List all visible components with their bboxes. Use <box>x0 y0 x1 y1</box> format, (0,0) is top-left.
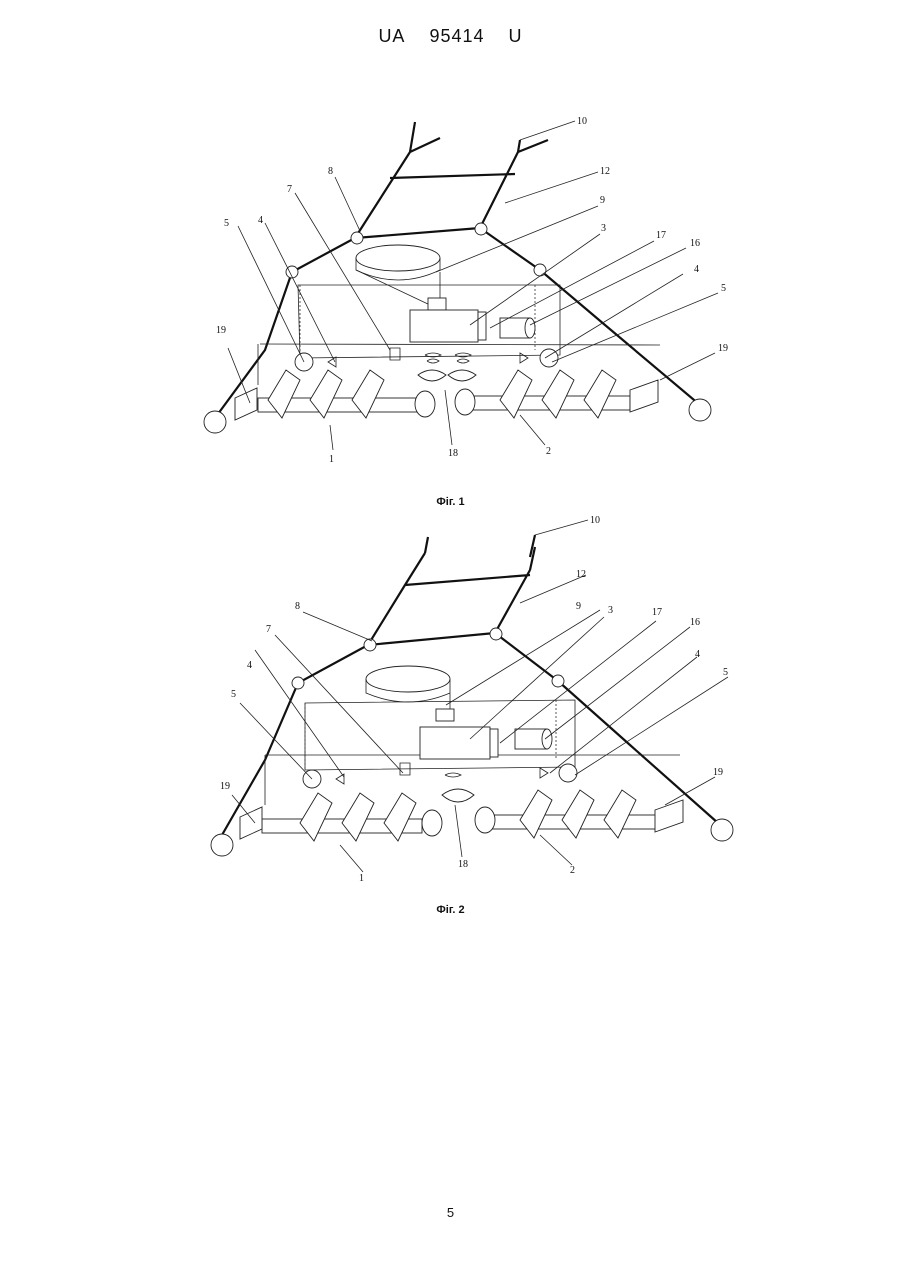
joint-right <box>534 264 546 276</box>
fig1-label-5b: 5 <box>721 283 726 294</box>
figure-2-drawing: 10 12 8 7 4 5 9 3 17 16 4 5 19 19 1 18 2 <box>0 505 901 890</box>
ground-wheel-left <box>204 411 226 433</box>
block-3 <box>410 310 478 342</box>
auger-1 <box>300 793 416 841</box>
fig2-label-8: 8 <box>295 601 300 612</box>
cutter-right <box>455 389 475 415</box>
nozzle-18b <box>448 370 476 381</box>
header-kind: U <box>509 26 523 46</box>
fig1-label-8: 8 <box>328 166 333 177</box>
fig2-label-5a: 5 <box>231 689 236 700</box>
auger-2 <box>520 790 636 838</box>
fig1-label-2: 2 <box>546 446 551 457</box>
fig1-label-3: 3 <box>601 223 606 234</box>
header-country: UA <box>378 26 405 46</box>
page-number: 5 <box>0 1205 901 1220</box>
wheel-5-right <box>559 764 577 782</box>
tank-8 <box>356 245 440 271</box>
fig2-label-17: 17 <box>652 607 662 618</box>
joint-left-top <box>351 232 363 244</box>
joint-right <box>552 675 564 687</box>
fig1-label-1: 1 <box>329 454 334 465</box>
fig2-label-3: 3 <box>608 605 613 616</box>
fig1-label-7: 7 <box>287 184 292 195</box>
ground-wheel-right <box>711 819 733 841</box>
handle-frame <box>368 535 535 645</box>
fig1-label-10: 10 <box>577 116 587 127</box>
joint-left <box>292 677 304 689</box>
fig2-label-19b: 19 <box>713 767 723 778</box>
cutter-left <box>415 391 435 417</box>
fig1-label-4a: 4 <box>258 215 263 226</box>
handle-frame <box>355 122 548 238</box>
fig1-label-19a: 19 <box>216 325 226 336</box>
ground-wheel-right <box>689 399 711 421</box>
figure-1-drawing: 10 12 8 7 4 5 9 3 17 16 4 5 19 19 1 18 2 <box>0 100 901 480</box>
tank-8 <box>366 666 450 692</box>
figure-1: 10 12 8 7 4 5 9 3 17 16 4 5 19 19 1 18 2 <box>0 100 901 480</box>
header-number: 95414 <box>429 26 484 46</box>
fig2-label-2: 2 <box>570 865 575 876</box>
fig2-label-5b: 5 <box>723 667 728 678</box>
fig1-label-12: 12 <box>600 166 610 177</box>
fig1-label-9: 9 <box>600 195 605 206</box>
fig2-label-7: 7 <box>266 624 271 635</box>
ground-wheel-left <box>211 834 233 856</box>
fig1-label-16: 16 <box>690 238 700 249</box>
patent-header: UA 95414 U <box>0 26 901 47</box>
fig1-label-18: 18 <box>448 448 458 459</box>
fig2-label-4b: 4 <box>695 649 700 660</box>
valve-9 <box>428 298 446 310</box>
fig2-label-12: 12 <box>576 569 586 580</box>
cutter-right <box>475 807 495 833</box>
fig2-label-9: 9 <box>576 601 581 612</box>
joint-right-top <box>490 628 502 640</box>
joint-left-top <box>364 639 376 651</box>
nozzle-18a <box>418 370 446 381</box>
fig2-label-19a: 19 <box>220 781 230 792</box>
fig1-label-4b: 4 <box>694 264 699 275</box>
block-3 <box>420 727 490 759</box>
fig2-label-18: 18 <box>458 859 468 870</box>
figure-2-caption: Фіг. 2 <box>0 904 901 916</box>
figure-2: 10 12 8 7 4 5 9 3 17 16 4 5 19 19 1 18 2 <box>0 505 901 890</box>
joint-right-top <box>475 223 487 235</box>
auger-2 <box>500 370 616 418</box>
fig1-label-17: 17 <box>656 230 666 241</box>
fig2-label-10: 10 <box>590 515 600 526</box>
fig2-label-16: 16 <box>690 617 700 628</box>
valve-9 <box>436 709 454 721</box>
cutter-left <box>422 810 442 836</box>
fig2-label-1: 1 <box>359 873 364 884</box>
nozzle-18 <box>442 789 474 802</box>
fig1-label-19b: 19 <box>718 343 728 354</box>
auger-1 <box>268 370 384 418</box>
fig1-label-5a: 5 <box>224 218 229 229</box>
fig2-label-4a: 4 <box>247 660 252 671</box>
